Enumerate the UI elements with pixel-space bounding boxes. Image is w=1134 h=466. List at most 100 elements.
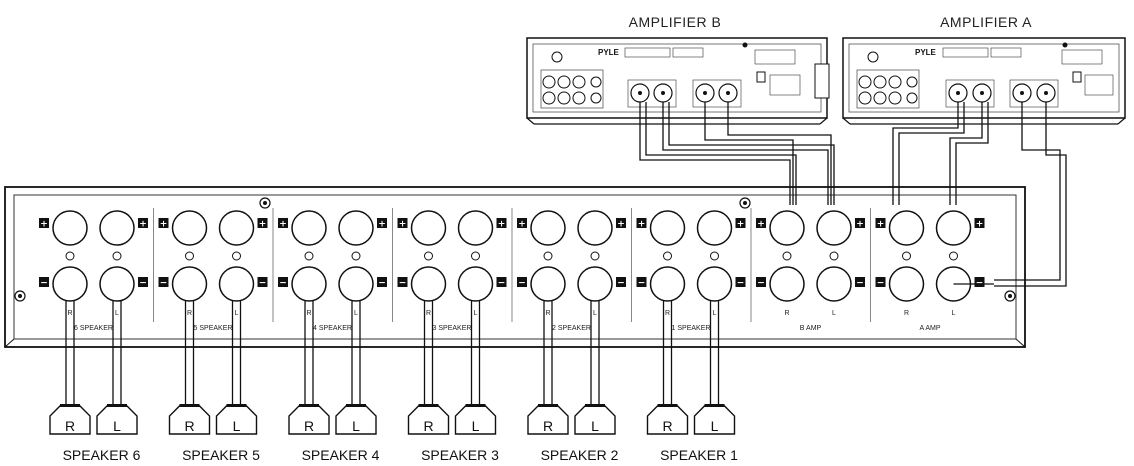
minus-sign-label: − xyxy=(139,279,147,289)
plus-sign: + xyxy=(756,218,766,230)
negative-terminal-r[interactable] xyxy=(291,266,327,302)
channel-label-r: R xyxy=(187,310,192,317)
indicator-led xyxy=(829,251,839,261)
negative-terminal-l[interactable] xyxy=(99,266,135,302)
positive-terminal-r[interactable] xyxy=(769,210,805,246)
positive-terminal-l[interactable] xyxy=(218,210,255,246)
positive-terminal-l[interactable] xyxy=(457,210,494,246)
channel-label-l: L xyxy=(713,310,717,317)
speaker-name: SPEAKER 2 xyxy=(541,447,619,463)
speaker-channel-l: L xyxy=(711,418,719,434)
plus-sign-label: + xyxy=(638,220,646,230)
positive-terminal-r[interactable] xyxy=(649,210,686,246)
plus-sign: + xyxy=(616,218,626,230)
negative-terminal-r[interactable] xyxy=(171,266,208,302)
positive-terminal-l[interactable] xyxy=(935,210,972,246)
negative-terminal-r[interactable] xyxy=(649,266,686,302)
group-label: 2 SPEAKER xyxy=(552,325,591,332)
positive-terminal-l[interactable] xyxy=(99,210,135,246)
plus-sign: + xyxy=(158,218,169,230)
speaker-cabinet-r: R xyxy=(646,404,689,435)
plus-sign: + xyxy=(636,218,647,230)
speaker-channel-l: L xyxy=(352,418,360,434)
amplifier-a-logo: PYLE xyxy=(915,48,937,57)
speaker-cabinet-l: L xyxy=(693,404,736,435)
minus-sign: − xyxy=(875,277,886,289)
speaker-channel-r: R xyxy=(662,418,672,434)
minus-sign: − xyxy=(496,277,507,289)
group-label: A AMP xyxy=(919,325,940,332)
speaker-channel-r: R xyxy=(184,418,194,434)
positive-terminal-l[interactable] xyxy=(577,210,613,246)
plus-sign-label: + xyxy=(279,220,287,230)
speaker-channel-r: R xyxy=(423,418,433,434)
minus-sign: − xyxy=(974,277,985,289)
negative-terminal-l[interactable] xyxy=(218,266,255,302)
negative-terminal-r[interactable] xyxy=(52,266,88,302)
channel-label-l: L xyxy=(354,310,358,317)
minus-sign-label: − xyxy=(498,279,506,289)
negative-terminal-l[interactable] xyxy=(577,266,613,302)
positive-terminal-r[interactable] xyxy=(888,210,925,246)
minus-sign-label: − xyxy=(856,279,864,289)
minus-sign-label: − xyxy=(757,279,765,289)
positive-terminal-l[interactable] xyxy=(338,210,374,246)
indicator-led xyxy=(543,251,553,261)
minus-sign: − xyxy=(855,277,865,289)
minus-sign-label: − xyxy=(279,279,287,289)
positive-terminal-r[interactable] xyxy=(171,210,208,246)
plus-sign-label: + xyxy=(976,220,984,230)
speaker-cabinet-r: R xyxy=(49,404,91,435)
plus-sign-label: + xyxy=(518,220,526,230)
speaker-channel-r: R xyxy=(304,418,314,434)
group-label: 3 SPEAKER xyxy=(433,325,472,332)
negative-terminal-l[interactable] xyxy=(696,266,733,302)
negative-terminal-l[interactable] xyxy=(457,266,494,302)
minus-sign: − xyxy=(616,277,626,289)
speaker-channel-l: L xyxy=(472,418,480,434)
negative-terminal-r[interactable] xyxy=(530,266,566,302)
channel-label-r: R xyxy=(426,310,431,317)
negative-terminal-r[interactable] xyxy=(769,266,805,302)
negative-terminal-l[interactable] xyxy=(816,266,852,302)
minus-sign: − xyxy=(377,277,387,289)
negative-terminal-r[interactable] xyxy=(888,266,925,302)
speaker-cabinet-l: L xyxy=(215,404,258,435)
positive-terminal-r[interactable] xyxy=(52,210,88,246)
indicator-led xyxy=(351,251,361,261)
minus-sign-label: − xyxy=(40,279,48,289)
minus-sign: − xyxy=(278,277,288,289)
speaker-name: SPEAKER 5 xyxy=(182,447,260,463)
indicator-led xyxy=(710,251,719,261)
minus-sign: − xyxy=(158,277,169,289)
speaker-cabinet-r: R xyxy=(407,404,450,435)
speaker: R L SPEAKER 3 xyxy=(407,301,499,463)
amplifier-a-title: AMPLIFIER A xyxy=(940,14,1032,30)
minus-sign-label: − xyxy=(737,279,745,289)
plus-sign-label: + xyxy=(259,220,267,230)
negative-terminal-r[interactable] xyxy=(410,266,447,302)
positive-terminal-l[interactable] xyxy=(696,210,733,246)
positive-terminal-l[interactable] xyxy=(816,210,852,246)
minus-sign-label: − xyxy=(617,279,625,289)
indicator-led xyxy=(185,251,194,261)
plus-sign: + xyxy=(39,218,49,230)
channel-label-r: R xyxy=(545,310,550,317)
positive-terminal-r[interactable] xyxy=(410,210,447,246)
plus-sign-label: + xyxy=(378,220,386,230)
minus-sign-label: − xyxy=(160,279,168,289)
amplifier-cables xyxy=(639,102,1067,287)
plus-sign: + xyxy=(496,218,507,230)
negative-terminal-l[interactable] xyxy=(338,266,374,302)
positive-terminal-r[interactable] xyxy=(530,210,566,246)
positive-terminal-r[interactable] xyxy=(291,210,327,246)
speaker-name: SPEAKER 3 xyxy=(421,447,499,463)
indicator-led xyxy=(304,251,314,261)
plus-sign: + xyxy=(517,218,527,230)
minus-sign: − xyxy=(517,277,527,289)
minus-sign-label: − xyxy=(638,279,646,289)
